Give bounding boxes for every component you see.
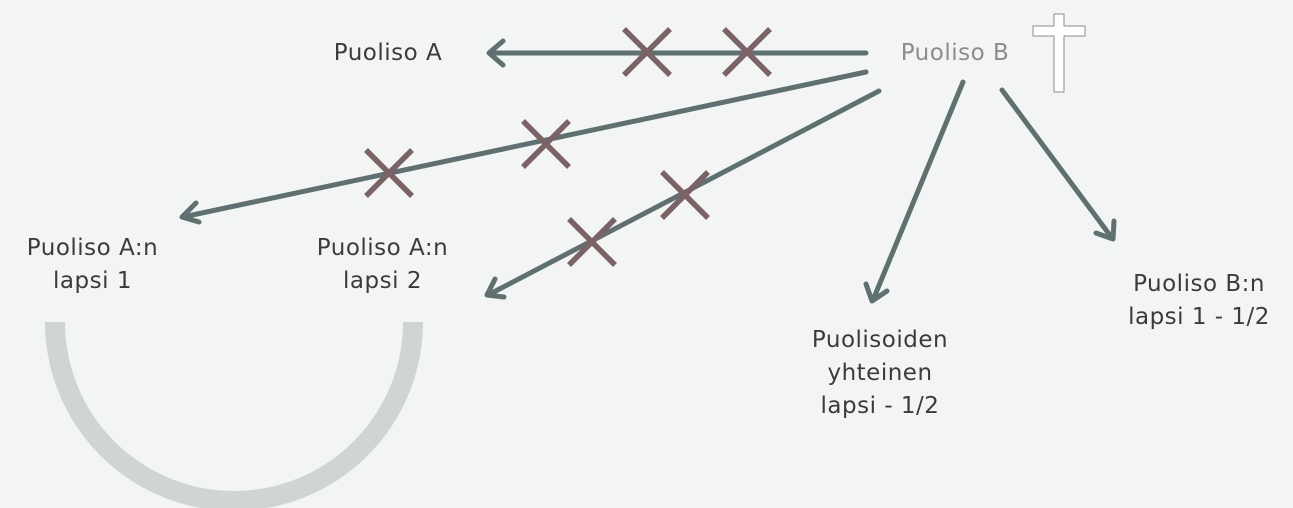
cross-icon xyxy=(622,27,672,77)
siblings-arc xyxy=(45,321,423,508)
cross-icon xyxy=(660,170,710,220)
node-spouse-a: Puoliso A xyxy=(333,40,443,66)
node-spouse-a-child-2: Puoliso A:n lapsi 2 xyxy=(316,235,449,294)
arrow-b-to-a-child-2-head xyxy=(484,276,507,300)
arrow-b-to-a-head xyxy=(486,38,506,68)
arrow-b-to-common-child xyxy=(870,79,966,303)
latin-cross-icon xyxy=(1032,13,1086,93)
cross-icon xyxy=(521,119,571,169)
node-common-child: Puolisoiden yhteinen lapsi - 1/2 xyxy=(811,327,949,419)
arrow-b-to-a-child-1-head xyxy=(179,200,202,225)
arrow-b-to-b-child-1 xyxy=(999,87,1115,241)
node-spouse-a-child-1: Puoliso A:n lapsi 1 xyxy=(26,235,159,294)
node-spouse-b-child-1: Puoliso B:n lapsi 1 - 1/2 xyxy=(1128,271,1270,330)
arrow-b-to-common-child-head xyxy=(863,281,890,304)
cross-icon xyxy=(722,27,772,77)
node-spouse-b: Puoliso B xyxy=(900,40,1010,66)
crosses xyxy=(364,27,772,267)
arrow-b-to-b-child-1-head xyxy=(1093,218,1117,242)
cross-icon xyxy=(364,148,414,198)
arrow-b-to-a-child-1 xyxy=(180,69,869,220)
cross-icon xyxy=(567,217,617,267)
